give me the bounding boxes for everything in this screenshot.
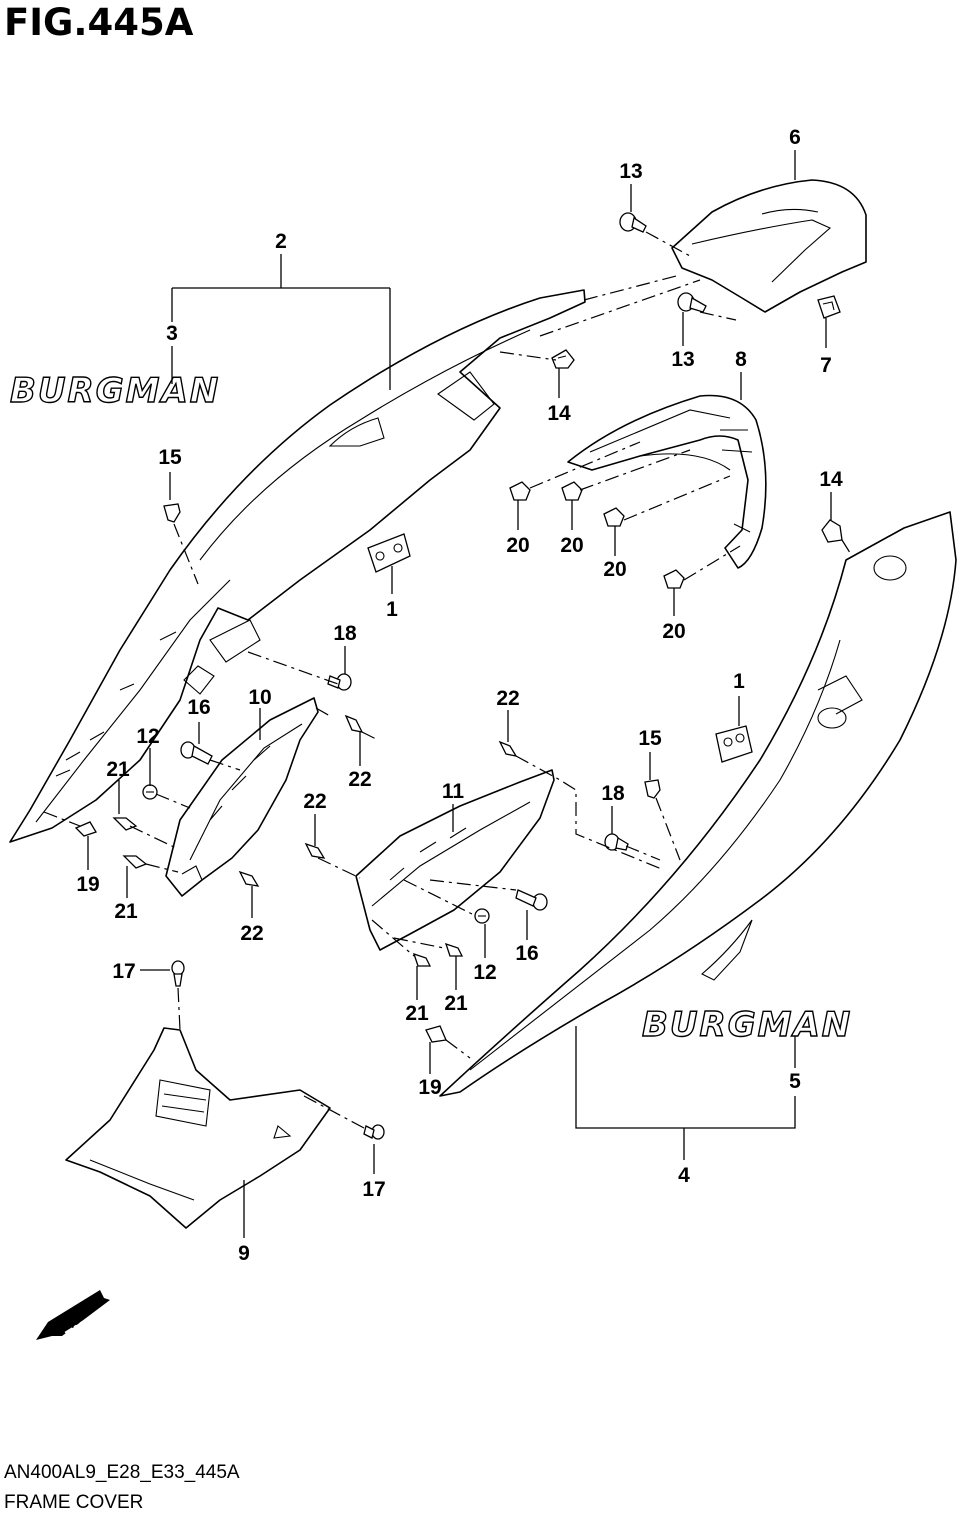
callout-5: 5 (789, 1070, 801, 1093)
callout-7: 7 (820, 354, 832, 377)
callout-21-b: 21 (114, 900, 138, 923)
clip-19-right (425, 1025, 447, 1043)
callout-16-right: 16 (515, 942, 538, 965)
callout-22-b: 22 (348, 768, 371, 791)
bolt-12-left (142, 784, 158, 800)
screw-13-lower (677, 292, 707, 313)
screw-22-a (344, 714, 364, 733)
leader-lines (87, 150, 832, 1238)
part-left-frame-cover-2 (9, 289, 586, 843)
callout-14-right: 14 (819, 468, 843, 491)
diagram-name: FRAME COVER (4, 1492, 144, 1513)
callout-22-d: 22 (240, 922, 263, 945)
screw-17-lower (363, 1124, 385, 1140)
part-right-frame-cover-4 (439, 511, 957, 1097)
fwd-direction-marker: FWD (36, 1290, 110, 1347)
callout-10: 10 (248, 686, 271, 709)
callout-17-lower: 17 (362, 1178, 385, 1201)
callout-20-c: 20 (603, 558, 626, 581)
assembly-alignment-lines (43, 231, 853, 1129)
callout-11: 11 (442, 780, 465, 803)
part-inner-bracket-10 (165, 697, 319, 897)
part-rear-bracket-8 (567, 394, 767, 569)
model-code: AN400AL9_E28_E33_445A (4, 1462, 240, 1483)
burgman-logo-right: BURGMAN (642, 1005, 852, 1045)
clip-20-a (509, 481, 531, 501)
callout-13-upper: 13 (619, 160, 642, 183)
part-inner-bracket-11 (355, 769, 555, 951)
part-clip-7 (817, 295, 841, 319)
callout-14-upper: 14 (547, 402, 571, 425)
screw-13-upper (619, 212, 647, 233)
callout-19-right: 19 (418, 1076, 441, 1099)
callout-1-right: 1 (733, 670, 745, 693)
clip-19-left (74, 821, 97, 837)
rivet-18-right (604, 833, 629, 851)
callout-21-d: 21 (444, 992, 468, 1015)
burgman-logo-left: BURGMAN (10, 371, 220, 411)
callout-20-b: 20 (560, 534, 583, 557)
callout-6: 6 (789, 126, 801, 149)
nut-14-right (821, 519, 843, 543)
screw-15-left (163, 503, 181, 523)
callout-21-a: 21 (106, 758, 130, 781)
rubber-block-1-right (715, 725, 753, 763)
bolt-16-right (515, 889, 548, 911)
callout-17-upper: 17 (112, 960, 135, 983)
callout-12-left: 12 (136, 725, 159, 748)
callout-18-left: 18 (333, 622, 357, 645)
clip-20-c (603, 507, 625, 527)
callout-2: 2 (275, 230, 287, 253)
clip-20-b (561, 481, 583, 501)
screw-21-a (112, 817, 138, 831)
callout-4: 4 (678, 1164, 690, 1187)
screw-22-b (498, 740, 518, 757)
screw-17-upper (171, 960, 185, 987)
screw-22-c (238, 870, 260, 887)
callout-20-d: 20 (662, 620, 685, 643)
callout-13-lower: 13 (671, 348, 694, 371)
callout-3: 3 (166, 322, 178, 345)
bolt-12-right (474, 908, 490, 924)
part-lower-cover-9 (65, 1027, 331, 1229)
callout-16-left: 16 (187, 696, 210, 719)
callout-8: 8 (735, 348, 747, 371)
rubber-block-1-left (367, 533, 411, 573)
bolt-16-left (180, 741, 213, 765)
callout-22-a: 22 (496, 687, 519, 710)
part-rear-cover-6 (671, 179, 867, 313)
callout-numbers: 6 13 13 7 2 3 8 14 14 15 20 20 20 20 1 1… (76, 126, 843, 1265)
callout-12-right: 12 (473, 961, 496, 984)
callout-19-left: 19 (76, 873, 99, 896)
callout-21-c: 21 (405, 1002, 429, 1025)
callout-15-left: 15 (158, 446, 182, 469)
screw-21-d (444, 942, 464, 957)
callout-20-a: 20 (506, 534, 529, 557)
callout-15-right: 15 (638, 727, 662, 750)
screw-22-d (304, 842, 326, 859)
callout-18-right: 18 (601, 782, 625, 805)
nut-14-upper (551, 349, 575, 369)
screw-21-c (412, 952, 432, 967)
callout-22-c: 22 (303, 790, 326, 813)
screw-15-right (644, 779, 661, 799)
callout-9: 9 (238, 1242, 250, 1265)
clip-20-d (663, 569, 685, 589)
callout-1-left: 1 (386, 598, 398, 621)
figure-title: FIG.445A (4, 1, 194, 44)
